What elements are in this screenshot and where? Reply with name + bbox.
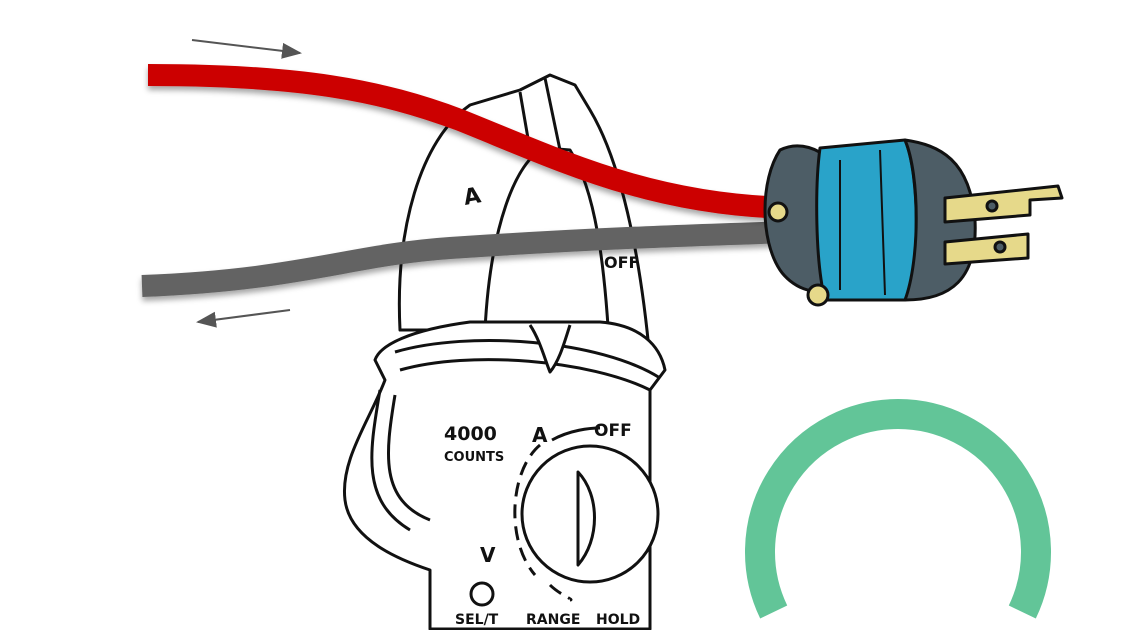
hot-wire <box>147 64 791 219</box>
prong-top <box>943 184 1064 224</box>
clamp-meter <box>342 73 667 630</box>
current-direction-arrow-top <box>191 39 302 59</box>
button-label-range: RANGE <box>526 612 580 628</box>
prong-bottom <box>943 232 1030 266</box>
neutral-wire <box>141 221 791 297</box>
sel-button[interactable] <box>469 581 495 607</box>
button-label-hold: HOLD <box>596 612 640 628</box>
dial-label-a: A <box>532 423 548 447</box>
screw-icon <box>767 201 789 223</box>
counts-label: COUNTS <box>444 450 504 465</box>
button-label-sel: SEL/T <box>455 612 499 628</box>
power-plug <box>763 138 1064 307</box>
dial[interactable] <box>513 426 660 602</box>
counts-number: 4000 <box>444 423 497 445</box>
dial-label-v: V <box>480 543 496 567</box>
current-direction-arrow-bottom <box>196 309 291 328</box>
jaw-label-a: A <box>462 183 483 211</box>
jaw-label-off: OFF <box>604 253 639 272</box>
dial-label-off: OFF <box>594 421 632 441</box>
screw-icon <box>806 283 830 307</box>
green-ring <box>745 399 1051 619</box>
